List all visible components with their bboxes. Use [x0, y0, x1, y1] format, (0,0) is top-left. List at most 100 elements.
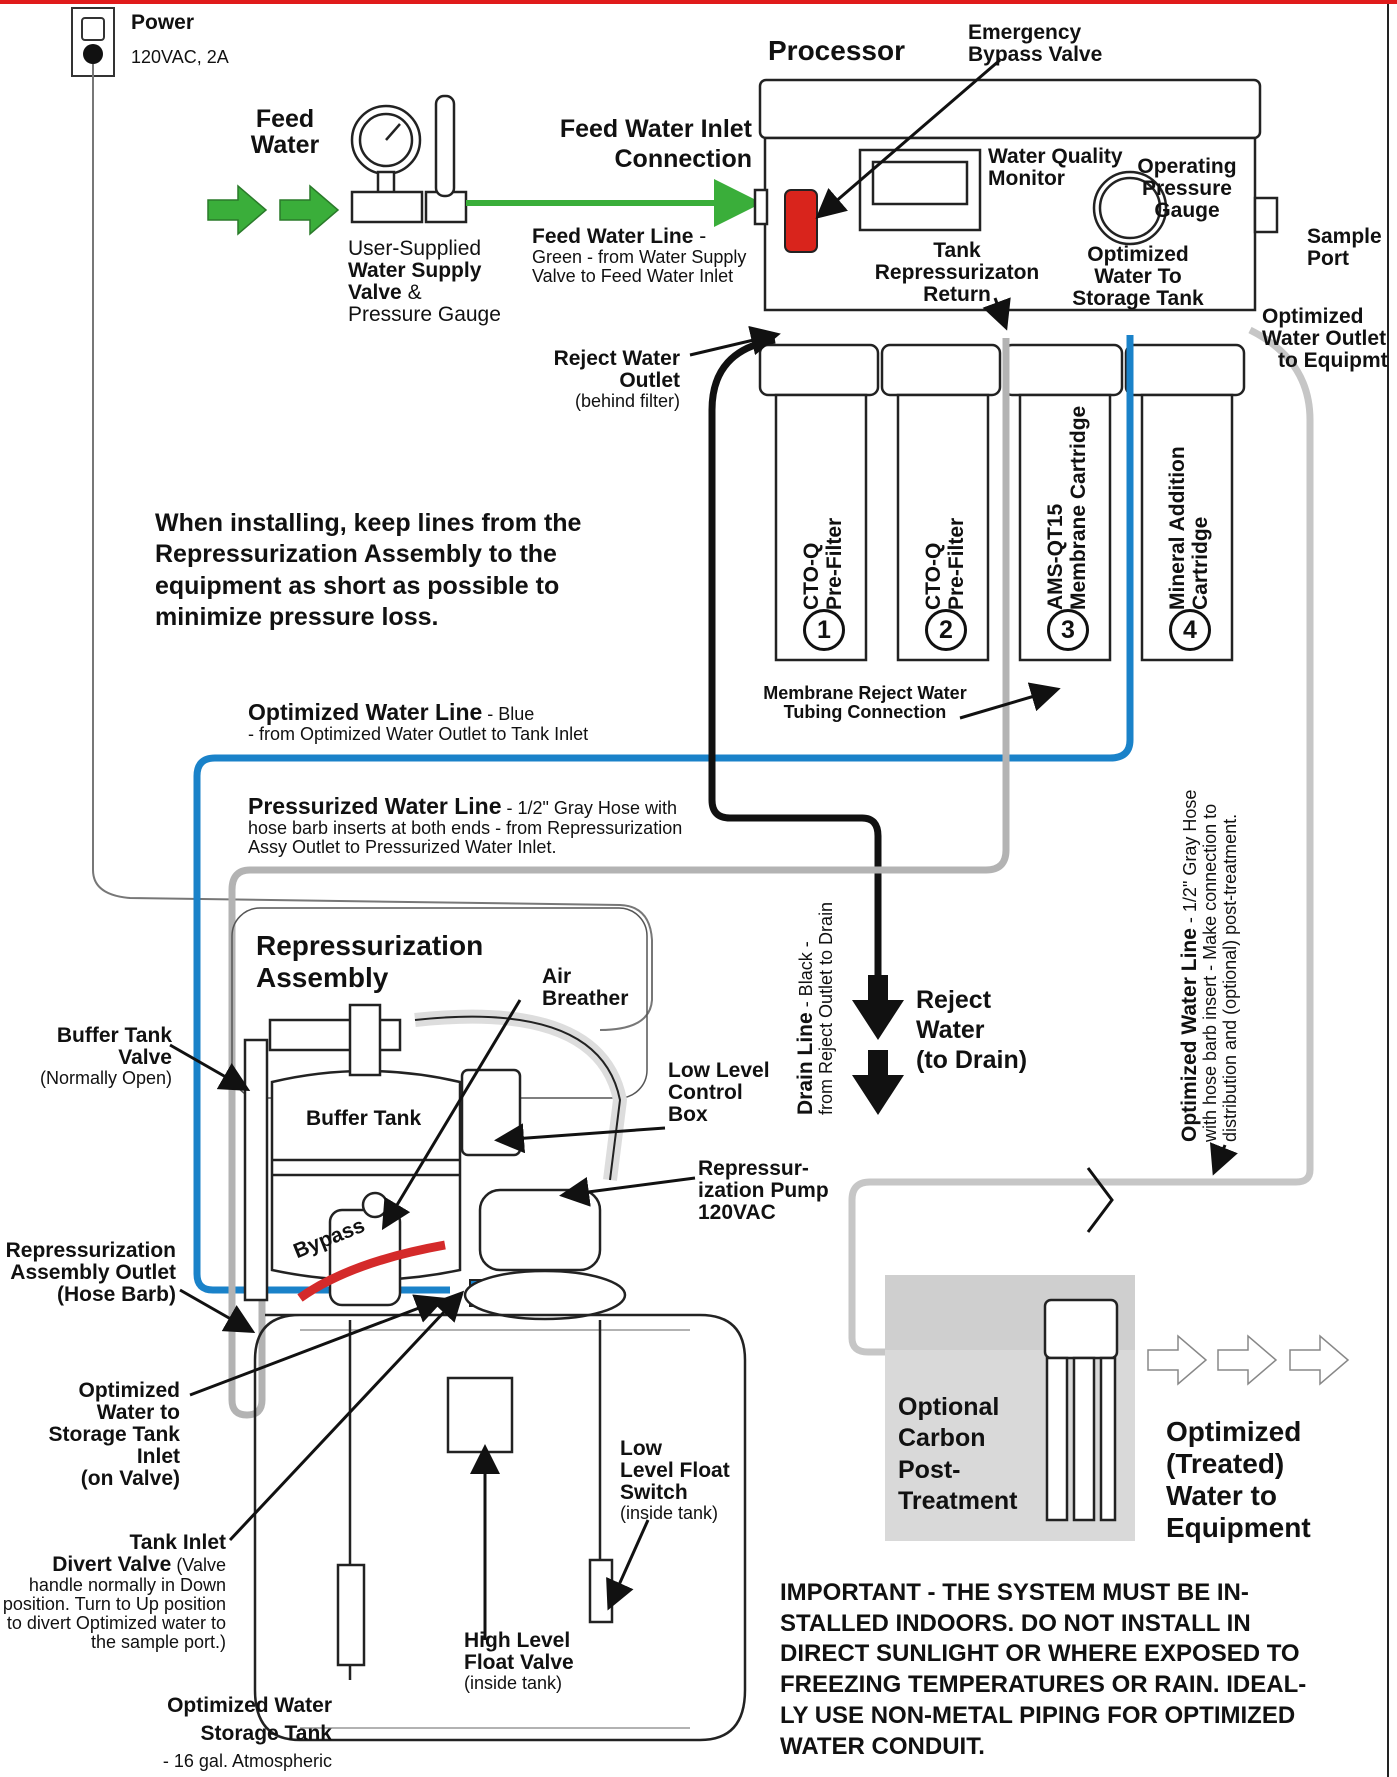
carbon-l1: Optional	[898, 1393, 1000, 1421]
treated-water-l2: (Treated)	[1166, 1447, 1285, 1479]
sample-port-label: Sample Port	[1307, 225, 1382, 270]
opt-line-suffix: - Blue	[482, 704, 535, 724]
tank-repress-l3: Return	[923, 283, 991, 307]
bypass-tube	[297, 1240, 446, 1302]
feed-arrow-icon	[207, 184, 340, 236]
feed-inlet-label: Feed Water Inlet Connection	[540, 116, 752, 173]
carbon-l2: Carbon	[898, 1424, 986, 1453]
filter-2-l1: CTO-Q	[922, 542, 945, 610]
opt-line-gray-desc2: distribution and (optional) post-treatme…	[1219, 813, 1240, 1142]
filter-1-label: CTO-Q Pre-Filter	[800, 518, 846, 610]
important-l1: IMPORTANT - THE SYSTEM MUST BE IN-	[780, 1579, 1249, 1606]
membrane-reject-l1: Membrane Reject Water	[763, 683, 967, 703]
reject-water-label: Reject Water (to Drain)	[916, 985, 1027, 1075]
treated-water-label: Optimized (Treated) Water to Equipment	[1166, 1416, 1311, 1544]
storage-tank-l2: Storage Tank	[200, 1722, 332, 1746]
feed-water-l2: Water	[250, 131, 320, 160]
opt-line-label: Optimized Water Line - Blue - from Optim…	[248, 700, 588, 744]
feed-line-desc2: Valve to Feed Water Inlet	[532, 265, 734, 286]
reject-outlet-label: Reject Water Outlet (behind filter)	[500, 347, 680, 412]
tank-repress-label: Tank Repressurizaton Return	[872, 239, 1042, 307]
power-spec: 120VAC, 2A	[131, 47, 229, 67]
emergency-bypass-l1: Emergency	[968, 21, 1082, 44]
reject-outlet-l2: Outlet	[619, 369, 680, 393]
reject-water-l2: Water	[916, 1016, 985, 1044]
carbon-l4: Treatment	[898, 1486, 1018, 1515]
opt-to-storage-l2: Water to	[96, 1401, 180, 1425]
air-breather-label: Air Breather	[542, 965, 629, 1011]
high-float-l2: Float Valve	[464, 1651, 574, 1675]
assy-outlet-l3: (Hose Barb)	[56, 1283, 176, 1307]
buffer-valve-l1: Buffer Tank Valve	[56, 1024, 172, 1070]
filter-housings	[758, 343, 1246, 662]
storage-tank-label: Optimized Water Storage Tank - 16 gal. A…	[100, 1692, 332, 1773]
divert-valve-l5: to divert Optimized water to	[6, 1612, 226, 1633]
filter-4-l1: Mineral Addition	[1166, 446, 1189, 610]
feed-water-l1: Feed	[255, 105, 315, 133]
carbon-filter-icon	[1043, 1298, 1119, 1522]
supply-valve-icon	[350, 94, 468, 224]
drain-line-title: Drain Line	[794, 1012, 817, 1115]
heading-strip	[0, 0, 1397, 4]
filter-2-label: CTO-Q Pre-Filter	[922, 518, 968, 610]
air-breather-l1: Air	[542, 965, 572, 988]
wq-monitor-label: Water Quality Monitor	[988, 145, 1123, 191]
repress-assembly-l2: Assembly	[256, 962, 389, 994]
buffer-valve-l2: (Normally Open)	[39, 1068, 172, 1089]
opt-line-desc: - from Optimized Water Outlet to Tank In…	[248, 723, 589, 744]
low-float-l3: Switch	[620, 1481, 688, 1505]
emergency-bypass-label: Emergency Bypass Valve	[968, 21, 1102, 66]
important-notice: IMPORTANT - THE SYSTEM MUST BE IN- STALL…	[780, 1578, 1306, 1762]
reject-water-l3: (to Drain)	[916, 1046, 1028, 1074]
pump-l2: ization Pump	[698, 1179, 829, 1203]
supply-valve-l2: Water Supply	[348, 259, 482, 283]
divert-valve-l6: the sample port.)	[90, 1631, 226, 1652]
drain-line-suffix: - Black -	[796, 941, 816, 1013]
low-float-l2: Level Float	[620, 1459, 730, 1483]
filter-2-number: 2	[925, 609, 967, 651]
wq-monitor-l2: Monitor	[988, 167, 1065, 191]
opt-line-gray-title: Optimized Water Line	[1178, 928, 1201, 1142]
opt-to-storage-label: Optimized Water to Storage Tank Inlet (o…	[0, 1379, 180, 1490]
low-float-l1: Low	[620, 1437, 662, 1460]
feed-inlet-l2: Connection	[614, 145, 753, 174]
opt-storage-label: Optimized Water To Storage Tank	[1068, 243, 1208, 311]
opt-to-storage-l1: Optimized	[78, 1379, 180, 1402]
important-l3: DIRECT SUNLIGHT OR WHERE EXPOSED TO	[780, 1640, 1300, 1668]
treated-water-arrow-icon	[1147, 1334, 1350, 1386]
filter-1-l1: CTO-Q	[800, 542, 823, 610]
install-note-l4: minimize pressure loss.	[155, 602, 439, 631]
filter-2-l2: Pre-Filter	[945, 517, 969, 610]
carbon-l3: Post-	[898, 1455, 961, 1484]
air-breather-l2: Breather	[542, 987, 629, 1011]
buffer-tank-label: Buffer Tank	[306, 1107, 422, 1130]
high-float-label: High Level Float Valve (inside tank)	[464, 1629, 574, 1693]
opt-outlet-l2: Water Outlet	[1262, 327, 1387, 351]
feed-line-desc1: Green - from Water Supply	[532, 247, 747, 268]
divert-valve-l2: Divert Valve	[52, 1553, 172, 1577]
reject-outlet-l3: (behind filter)	[574, 391, 680, 412]
opt-outlet-l3: to Equipmt	[1278, 349, 1388, 373]
press-line-title: Pressurized Water Line	[248, 793, 502, 819]
emergency-bypass-valve	[784, 189, 818, 253]
divert-valve-l4: position. Turn to Up position	[2, 1593, 226, 1614]
repressurization-assembly-drawing	[243, 1003, 628, 1307]
assy-outlet-label: Repressurization Assembly Outlet (Hose B…	[0, 1239, 176, 1307]
reject-outlet-l1: Reject Water	[553, 347, 680, 370]
leader-arrows	[169, 58, 1238, 1640]
filter-1-number: 1	[803, 609, 845, 651]
opt-storage-l3: Storage Tank	[1072, 287, 1204, 311]
install-note-l2: Repressurization Assembly to the	[155, 540, 557, 569]
filter-3-label: AMS-QT15 Membrane Cartridge	[1044, 406, 1090, 610]
opt-line-gray-suffix: - 1/2" Gray Hose	[1180, 789, 1200, 929]
drain-arrow-icon	[852, 975, 904, 1115]
op-gauge-l1: Operating	[1137, 155, 1237, 178]
buffer-valve-label: Buffer Tank Valve (Normally Open)	[0, 1024, 172, 1089]
optimized-water-line-blue	[193, 335, 1134, 1294]
page-border	[1387, 0, 1389, 1777]
install-note-l3: equipment as short as possible to	[155, 571, 560, 600]
filter-1-l2: Pre-Filter	[823, 517, 847, 610]
break-mark-icon	[1086, 1167, 1114, 1233]
opt-line-gray-label: Optimized Water Line - 1/2" Gray Hose wi…	[1178, 790, 1241, 1142]
filter-3-number: 3	[1047, 609, 1089, 651]
